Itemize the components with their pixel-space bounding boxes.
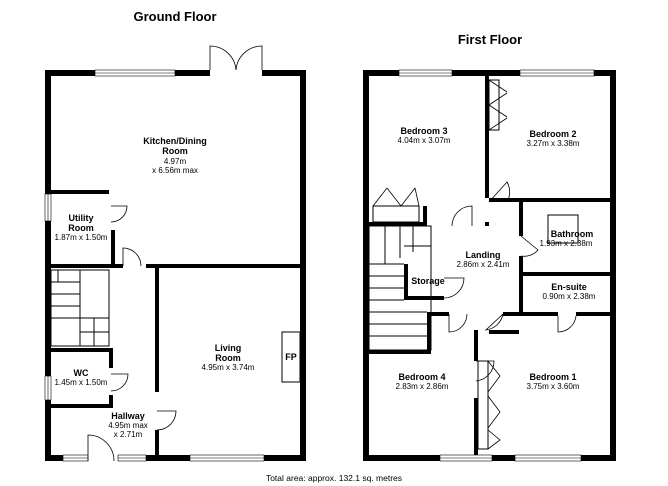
- bedroom2-label: Bedroom 2: [529, 129, 576, 139]
- ground-floor-walls: [45, 70, 306, 461]
- first-floor-windows: [398, 69, 595, 462]
- kitchen-dimension-1: 4.97m: [164, 157, 187, 166]
- utility-label: Utility: [68, 213, 93, 223]
- wc-dimension: 1.45m x 1.50m: [55, 378, 108, 387]
- kitchen-dimension-2: x 6.56m max: [152, 166, 198, 175]
- utility-label-line2: Room: [68, 223, 94, 233]
- kitchen-label-line2: Room: [162, 146, 188, 156]
- bedroom3-label: Bedroom 3: [400, 126, 447, 136]
- landing-label: Landing: [466, 250, 501, 260]
- bedroom3-dimension: 4.04m x 3.07m: [398, 136, 451, 145]
- ground-floor: Ground Floor: [44, 9, 306, 462]
- hallway-label: Hallway: [111, 411, 145, 421]
- living-room-dimension: 4.95m x 3.74m: [202, 363, 255, 372]
- utility-dimension: 1.87m x 1.50m: [55, 233, 108, 242]
- ensuite-label: En-suite: [551, 282, 587, 292]
- fireplace-label: FP: [285, 352, 297, 362]
- bedroom1-dimension: 3.75m x 3.60m: [527, 382, 580, 391]
- bedroom2-dimension: 3.27m x 3.38m: [527, 139, 580, 148]
- living-room-label-line2: Room: [215, 353, 241, 363]
- first-floor: First Floor: [363, 32, 616, 462]
- living-room-label: Living: [215, 343, 242, 353]
- total-area-footer: Total area: approx. 132.1 sq. metres: [266, 473, 402, 483]
- bedroom4-dimension: 2.83m x 2.86m: [396, 382, 449, 391]
- bath-fixture: [547, 214, 579, 244]
- hallway-dimension-2: x 2.71m: [114, 430, 143, 439]
- ground-floor-doors: [87, 45, 263, 462]
- ground-floor-stairs: [50, 269, 110, 347]
- landing-dimension: 2.86m x 2.41m: [457, 260, 510, 269]
- storage-label: Storage: [411, 276, 445, 286]
- ground-floor-title: Ground Floor: [133, 9, 216, 24]
- kitchen-label: Kitchen/Dining: [143, 136, 207, 146]
- ground-floor-windows: [44, 69, 265, 462]
- wc-label: WC: [74, 368, 89, 378]
- first-floor-walls: [363, 70, 616, 461]
- ensuite-dimension: 0.90m x 2.38m: [543, 292, 596, 301]
- bathroom-dimension: 1.93m x 2.38m: [540, 239, 593, 248]
- bedroom4-label: Bedroom 4: [398, 372, 445, 382]
- first-floor-stairs: [368, 225, 432, 351]
- bedroom1-label: Bedroom 1: [529, 372, 576, 382]
- first-floor-title: First Floor: [458, 32, 522, 47]
- bathroom-label: Bathroom: [551, 229, 594, 239]
- hallway-dimension-1: 4.95m max: [108, 421, 148, 430]
- first-floor-doors: [372, 79, 577, 450]
